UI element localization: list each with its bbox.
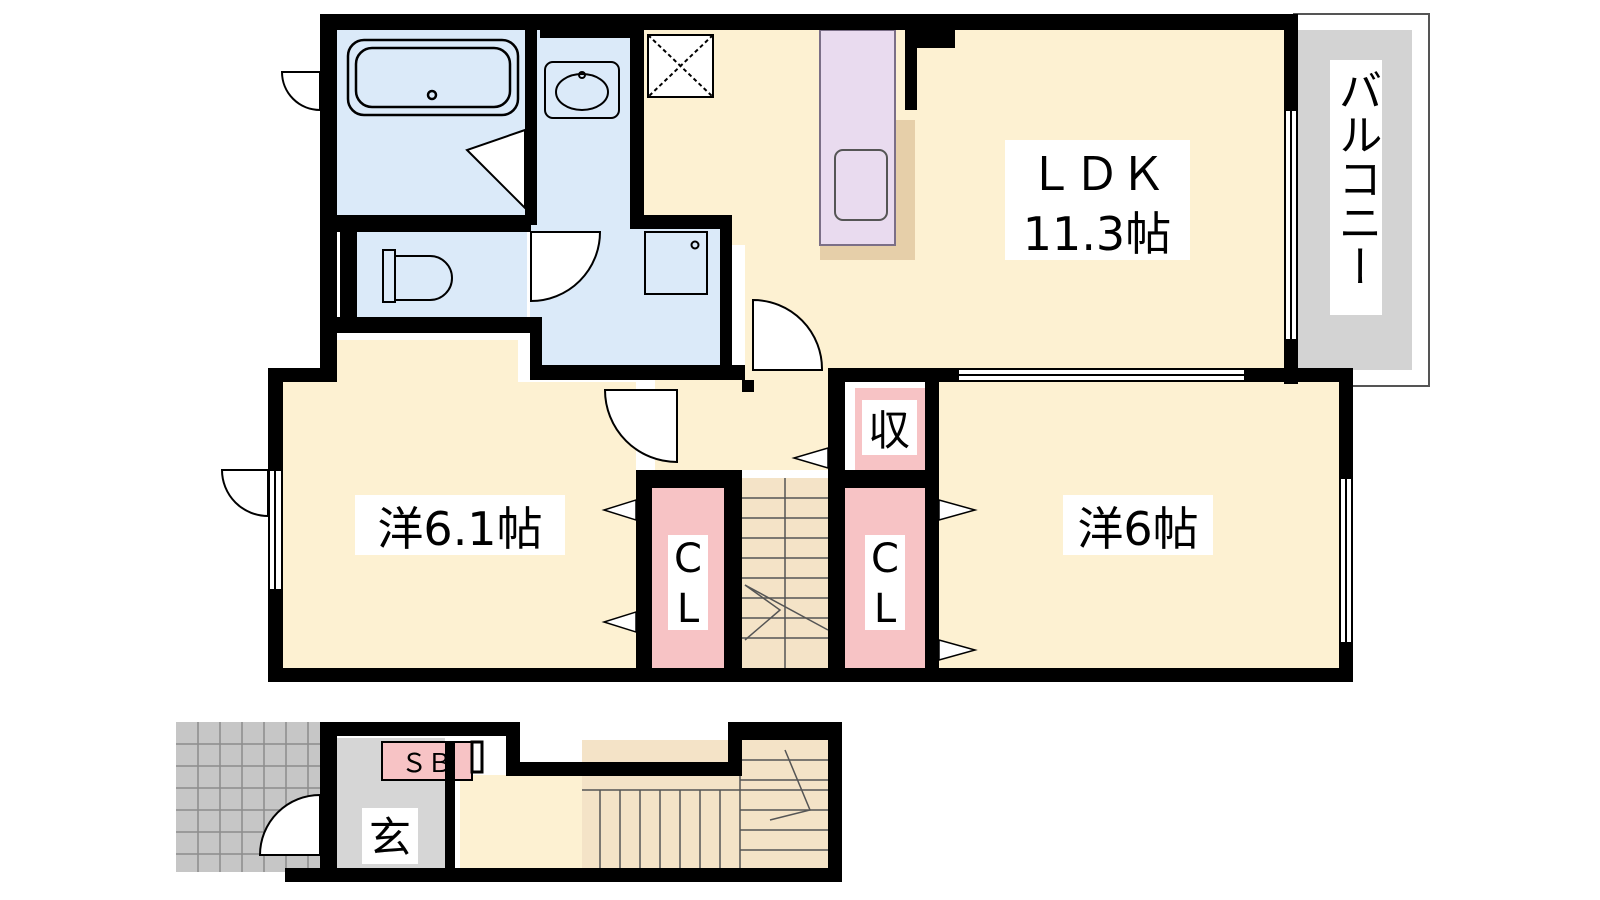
balcony-label: バルコニー: [1331, 68, 1382, 288]
shoe-box-label: ＳＢ: [401, 749, 453, 779]
east-room-label: 洋6帖: [1077, 502, 1198, 556]
closet-east-c-label: C: [871, 536, 899, 582]
ldk-name-label: ＬＤＫ: [1028, 147, 1166, 201]
windows: [268, 109, 1353, 644]
wash-basin: [544, 61, 620, 119]
closet-west-c-label: C: [674, 536, 702, 582]
toilet: [382, 249, 453, 303]
closet-door-marks: [601, 446, 978, 661]
kitchen-counter: [819, 29, 915, 260]
room-fills: [283, 30, 1339, 873]
washing-machine-space: [644, 231, 723, 300]
labels: ＬＤＫ 11.3帖 バルコニー 洋6.1帖 洋6帖 収 C L C L ＳＢ 玄: [355, 60, 1382, 864]
closets: [652, 388, 925, 668]
stairs-lower: [582, 740, 828, 873]
door-swings: [220, 71, 824, 856]
closet-east-l-label: L: [874, 586, 897, 632]
entrance-label: 玄: [369, 813, 411, 862]
bathtub: [346, 38, 520, 117]
walls: [268, 14, 1353, 882]
refrigerator-space: [647, 34, 714, 98]
west-room-label: 洋6.1帖: [377, 502, 542, 556]
closet-west-l-label: L: [677, 586, 700, 632]
storage-label: 収: [868, 406, 910, 455]
stairs-upper: [742, 478, 829, 670]
ldk-size-label: 11.3帖: [1023, 207, 1171, 261]
